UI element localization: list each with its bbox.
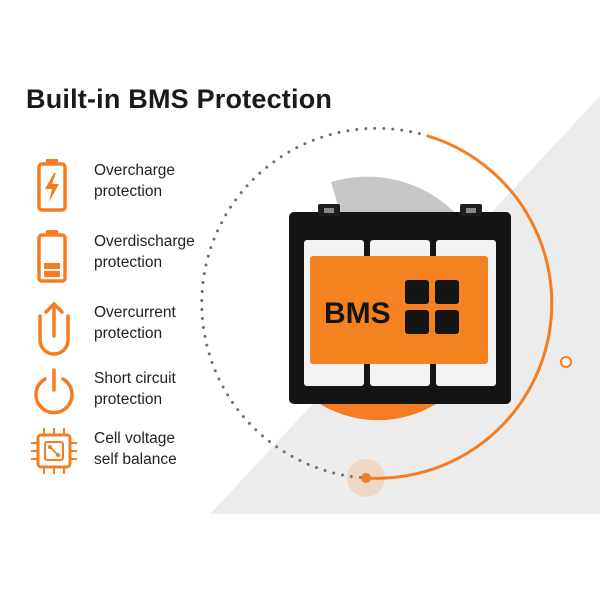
feature-short-circuit: Short circuit protection — [28, 366, 288, 422]
feature-label-line2: protection — [94, 183, 163, 200]
feature-label-line2: self balance — [94, 451, 177, 468]
feature-label-line1: Cell voltage — [94, 430, 175, 447]
overcurrent-arrow-icon — [38, 302, 70, 356]
feature-label-line2: protection — [94, 254, 163, 271]
feature-label-line1: Overcurrent — [94, 304, 176, 321]
battery: BMS — [289, 204, 511, 404]
feature-label-line1: Overdischarge — [94, 233, 195, 250]
feature-cell-balance: Cell voltage self balance — [28, 426, 288, 482]
feature-label-line1: Overcharge — [94, 162, 175, 179]
feature-label-line1: Short circuit — [94, 370, 176, 387]
battery-low-icon — [37, 230, 67, 283]
bms-label: BMS — [324, 297, 391, 330]
page-title: Built-in BMS Protection — [26, 84, 333, 114]
feature-overcharge: Overcharge protection — [28, 158, 288, 214]
chip-icon — [31, 428, 77, 474]
battery-charging-icon — [37, 159, 67, 212]
feature-overcurrent: Overcurrent protection — [28, 300, 288, 356]
feature-overdischarge: Overdischarge protection — [28, 229, 288, 285]
power-icon — [34, 368, 74, 415]
feature-label-line2: protection — [94, 391, 163, 408]
feature-label-line2: protection — [94, 325, 163, 342]
